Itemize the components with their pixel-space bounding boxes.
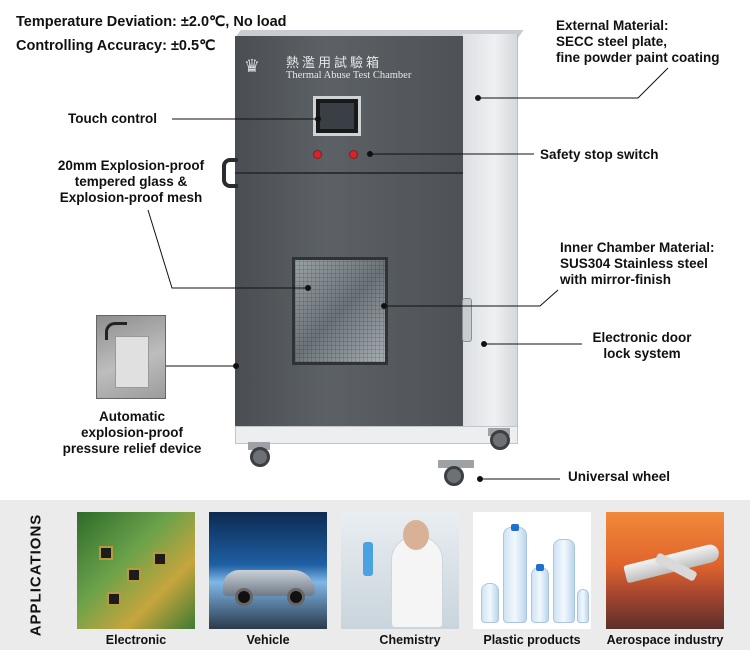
callout-touch-control: Touch control [68, 111, 157, 126]
chip-icon [107, 592, 121, 606]
safety-stop-button-icon [349, 150, 358, 159]
callout-pressure-relief: Automatic explosion-proof pressure relie… [62, 409, 202, 456]
airplane-image [606, 512, 724, 629]
circuit-board-image [77, 512, 195, 629]
spec-controlling-accuracy: Controlling Accuracy: ±0.5℃ [16, 38, 216, 54]
wheel-mount [248, 442, 270, 450]
chamber-side-panel [462, 34, 518, 434]
chemist-image [341, 512, 459, 629]
chip-icon [127, 568, 141, 582]
applications-title: APPLICATIONS [27, 513, 45, 637]
chip-icon [99, 546, 113, 560]
bottles-image [473, 512, 591, 629]
door-handle-icon [222, 158, 238, 188]
explosion-proof-window [292, 257, 388, 365]
app-label-chemistry: Chemistry [379, 633, 441, 647]
relief-panel-icon [115, 336, 149, 388]
callout-glass: 20mm Explosion-proof tempered glass & Ex… [57, 158, 205, 205]
chamber-brand-en: Thermal Abuse Test Chamber [286, 70, 412, 81]
bottle-cap-icon [536, 564, 544, 571]
app-label-plastic-products: Plastic products [483, 633, 581, 647]
chemist-head-icon [403, 520, 429, 550]
bottle-icon [577, 589, 589, 623]
chip-icon [153, 552, 167, 566]
app-label-vehicle: Vehicle [246, 633, 290, 647]
cable-icon [105, 322, 127, 340]
bottle-cap-icon [511, 524, 519, 531]
chamber-base [235, 426, 518, 444]
callout-door-lock: Electronic door lock system [592, 330, 692, 361]
wheel-icon [250, 447, 270, 467]
chemist-icon [391, 536, 443, 628]
spec-temperature-deviation: Temperature Deviation: ±2.0℃, No load [16, 14, 287, 30]
bottle-icon [481, 583, 499, 623]
callout-inner-chamber: Inner Chamber Material: SUS304 Stainless… [560, 240, 715, 287]
door-lock-icon [462, 298, 472, 342]
flask-icon [363, 542, 373, 576]
chamber-front-panel [235, 36, 463, 426]
touch-control-screen [313, 96, 361, 136]
app-label-electronic: Electronic [105, 633, 167, 647]
brand-logo-icon: ♛ [243, 56, 261, 76]
wheel-icon [490, 430, 510, 450]
car-wheel-icon [287, 588, 305, 606]
bottle-icon [503, 527, 527, 623]
car-wheel-icon [235, 588, 253, 606]
wheel-mount [438, 460, 474, 468]
car-image [209, 512, 327, 629]
bottle-icon [531, 567, 549, 623]
power-button-icon [313, 150, 322, 159]
bottle-icon [553, 539, 575, 623]
chamber-brand-cn: 熱濫用試驗箱 [286, 56, 383, 71]
pressure-relief-inset-image [96, 315, 166, 399]
wheel-icon [444, 466, 464, 486]
callout-universal-wheel: Universal wheel [568, 469, 671, 484]
chamber-door-seam [235, 172, 463, 174]
callout-safety-stop: Safety stop switch [540, 147, 659, 162]
app-label-aerospace: Aerospace industry [606, 633, 724, 647]
callout-external-material: External Material: SECC steel plate, fin… [556, 18, 720, 65]
